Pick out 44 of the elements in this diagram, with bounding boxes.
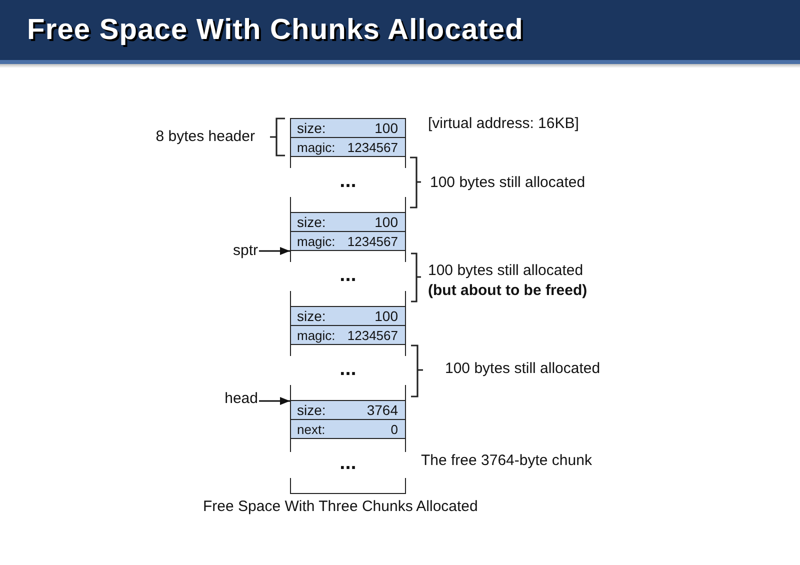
field-name: size:	[297, 121, 326, 135]
annotation: 100 bytes still allocated	[445, 359, 600, 379]
memory-region	[290, 250, 406, 307]
arrow	[259, 397, 290, 405]
field-value: 3764	[366, 403, 398, 417]
header-field	[290, 212, 406, 232]
annotation: 100 bytes still allocated (but about to be freed)	[428, 261, 588, 301]
memory-region	[290, 156, 406, 213]
title: Free Space With Chunks Allocated	[27, 13, 524, 48]
header-field	[290, 419, 406, 439]
annotation: The free 3764-byte chunk	[421, 451, 592, 471]
pointer-label: head	[224, 390, 258, 408]
ellipsis: ...	[338, 265, 358, 285]
annotation: [virtual address: 16KB]	[428, 114, 579, 134]
field-name: size:	[297, 309, 326, 323]
field-name: next:	[297, 422, 326, 436]
pointer-label: sptr	[232, 242, 258, 260]
field-value: 100	[374, 309, 398, 323]
header-field	[290, 118, 406, 138]
field-name: size:	[297, 403, 326, 417]
annotation: 8 bytes header	[156, 127, 255, 147]
field-value: 1234567	[347, 234, 398, 248]
field-name: magic:	[297, 328, 336, 342]
header-field	[290, 231, 406, 251]
header-field	[290, 400, 406, 420]
field-name: magic:	[297, 140, 336, 154]
ellipsis: ...	[338, 359, 358, 379]
field-name: magic:	[297, 234, 336, 248]
header-field	[290, 306, 406, 326]
caption: Free Space With Three Chunks Allocated	[203, 498, 478, 516]
annotation: 100 bytes still allocated	[430, 173, 586, 193]
field-value: 100	[374, 215, 398, 229]
header-field	[290, 137, 406, 157]
field-value: 100	[374, 121, 398, 135]
field-value: 1234567	[347, 328, 398, 342]
field-value: 1234567	[347, 140, 398, 154]
memory-region	[290, 438, 406, 494]
ellipsis: ...	[338, 171, 358, 191]
header-field	[290, 325, 406, 345]
ellipsis: ...	[338, 452, 358, 472]
memory-region	[290, 344, 406, 401]
field-value: 0	[390, 422, 398, 436]
arrow	[259, 247, 290, 255]
field-name: size:	[297, 215, 326, 229]
